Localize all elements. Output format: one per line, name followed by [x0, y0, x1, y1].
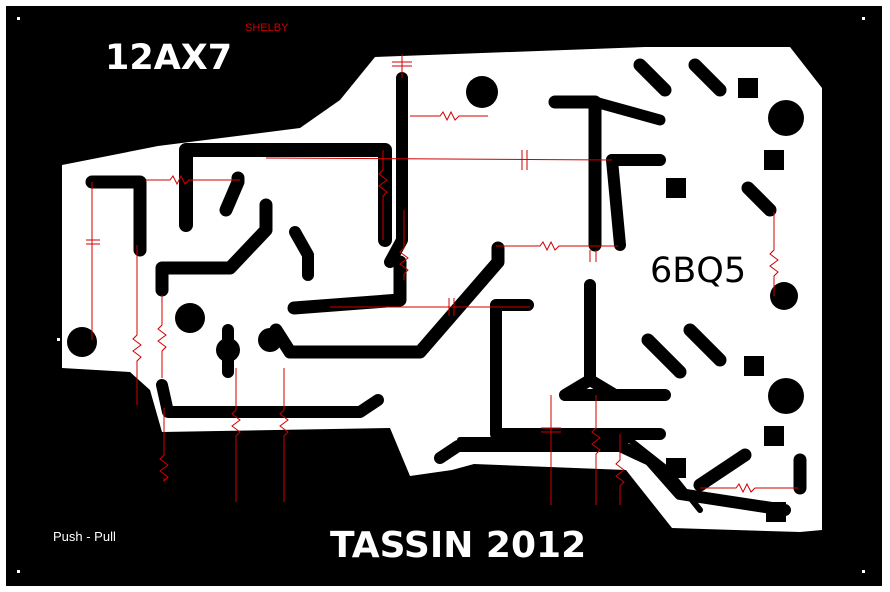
- tube-label-12ax7: 12AX7: [105, 38, 233, 78]
- corner-mark: [17, 17, 20, 20]
- pad: [466, 76, 498, 108]
- trace: [269, 241, 505, 359]
- resistor: [615, 434, 625, 505]
- pad: [175, 303, 205, 333]
- trace: [688, 58, 727, 97]
- corner-mark: [57, 338, 60, 341]
- resistor: [132, 245, 142, 405]
- pad: [666, 178, 686, 198]
- trace: [457, 437, 703, 513]
- pad: [67, 327, 97, 357]
- signature-text: SHELBY: [245, 22, 289, 34]
- corner-mark: [862, 570, 865, 573]
- pad: [764, 150, 784, 170]
- resistor: [146, 174, 240, 186]
- trace: [179, 143, 392, 247]
- resistor: [279, 368, 289, 502]
- pad: [744, 356, 764, 376]
- trace: [584, 374, 621, 401]
- resistor: [496, 240, 618, 252]
- trace: [589, 96, 666, 126]
- trace: [683, 323, 727, 367]
- pad: [770, 282, 798, 310]
- pad: [768, 378, 804, 414]
- trace: [641, 333, 687, 379]
- resistor: [410, 110, 488, 122]
- pad: [738, 78, 758, 98]
- resistor: [591, 395, 601, 505]
- credit-label: TASSIN 2012: [330, 525, 587, 566]
- trace: [606, 154, 626, 251]
- registration-marks: [17, 17, 865, 573]
- pad: [764, 426, 784, 446]
- pad: [666, 458, 686, 478]
- corner-mark: [17, 570, 20, 573]
- resistor: [399, 210, 409, 280]
- resistor: [159, 408, 169, 483]
- pad: [768, 100, 804, 136]
- resistor: [700, 482, 798, 494]
- tube-label-6bq5: 6BQ5: [650, 251, 747, 291]
- pad: [258, 328, 282, 352]
- trace: [490, 299, 666, 440]
- circuit-type-label: Push - Pull: [53, 529, 116, 544]
- pad: [766, 502, 786, 522]
- copper-traces: [85, 58, 807, 516]
- trace: [633, 58, 672, 97]
- trace: [741, 181, 777, 217]
- trace: [289, 226, 314, 281]
- corner-mark: [862, 17, 865, 20]
- pad: [216, 338, 240, 362]
- trace: [155, 198, 273, 297]
- resistor: [231, 368, 241, 502]
- trace: [434, 440, 791, 516]
- trace: [156, 379, 384, 418]
- trace: [287, 255, 407, 315]
- solder-pads: [67, 76, 804, 522]
- resistor: [769, 212, 779, 296]
- trace: [384, 72, 408, 268]
- resistor: [378, 150, 388, 240]
- resistor: [157, 295, 167, 378]
- trace: [85, 175, 147, 257]
- component-overlay: [86, 54, 798, 505]
- trace: [219, 171, 245, 217]
- wire: [265, 157, 613, 161]
- trace: [693, 448, 752, 492]
